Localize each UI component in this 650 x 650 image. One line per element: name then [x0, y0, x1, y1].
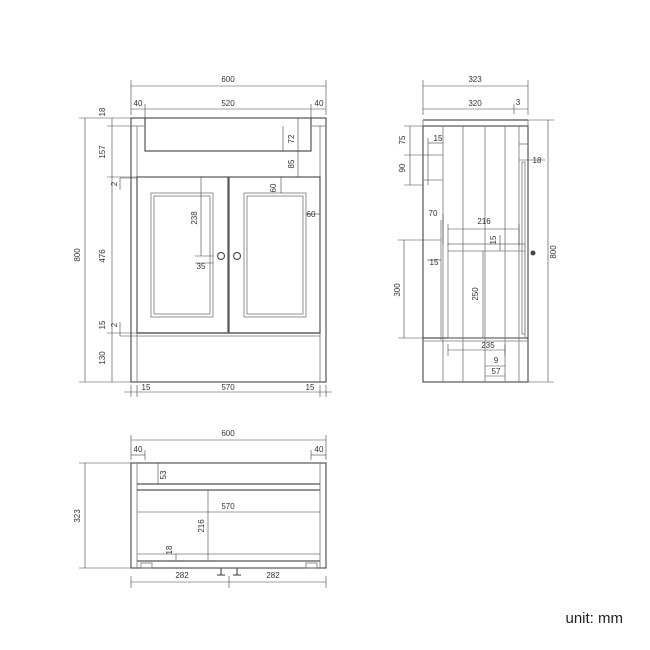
side-view: 323 320 3 75 15 90 18 70 216 15 15 300 2…	[393, 75, 558, 383]
side-width-320: 320	[468, 99, 482, 108]
side-dim-15-mid: 15	[489, 235, 498, 244]
front-height-130: 130	[98, 351, 107, 365]
right-knob-icon	[232, 251, 242, 261]
front-dimension-lines	[79, 80, 332, 397]
front-width-600: 600	[221, 75, 235, 84]
top-dim-18: 18	[165, 545, 174, 554]
front-bottom-15-right: 15	[306, 383, 315, 392]
side-dim-300: 300	[393, 283, 402, 297]
front-dim-238: 238	[190, 211, 199, 225]
front-dim-60-top: 60	[269, 183, 278, 192]
side-dim-75: 75	[398, 135, 407, 144]
right-door	[228, 176, 321, 334]
top-bottom-282-left: 282	[175, 571, 189, 580]
side-dim-216: 216	[477, 217, 491, 226]
side-cabinet-outline	[422, 119, 529, 383]
left-knob-icon	[216, 251, 226, 261]
top-width-40-left: 40	[134, 445, 143, 454]
side-dim-9: 9	[494, 356, 499, 365]
side-dim-70: 70	[429, 209, 438, 218]
side-height-800: 800	[549, 245, 558, 259]
side-dim-250: 250	[471, 287, 480, 301]
top-bottom-282-right: 282	[266, 571, 280, 580]
side-dim-57: 57	[492, 367, 501, 376]
front-dim-60-side: 60	[307, 210, 316, 219]
left-door	[136, 176, 229, 334]
side-dim-18: 18	[533, 156, 542, 165]
top-dim-53: 53	[159, 470, 168, 479]
top-dim-216: 216	[197, 519, 206, 533]
top-dim-570: 570	[221, 502, 235, 511]
top-dimension-lines	[79, 435, 327, 588]
front-dim-85: 85	[287, 159, 296, 168]
side-knob-icon	[530, 250, 536, 256]
top-view: 600 40 40 323 53 570 216 18 282 282	[73, 429, 327, 588]
front-height-18: 18	[98, 107, 107, 116]
front-view: 600 520 40 40 18 157 800 2 476 15 2 130 …	[73, 75, 332, 397]
front-bottom-15-left: 15	[142, 383, 151, 392]
side-width-3: 3	[516, 98, 521, 107]
front-height-2-bottom: 2	[110, 322, 119, 327]
top-cabinet-outline	[130, 462, 327, 569]
side-dim-15-top: 15	[434, 134, 443, 143]
front-height-15: 15	[98, 320, 107, 329]
side-dim-90: 90	[398, 163, 407, 172]
front-bottom-570: 570	[221, 383, 235, 392]
top-width-40-right: 40	[315, 445, 324, 454]
front-width-40-right: 40	[315, 99, 324, 108]
front-dim-35: 35	[197, 262, 206, 271]
top-width-600: 600	[221, 429, 235, 438]
front-height-800: 800	[73, 248, 82, 262]
side-dim-15-left: 15	[430, 258, 439, 267]
front-height-157: 157	[98, 145, 107, 159]
front-dim-72: 72	[287, 134, 296, 143]
top-knobs-icon	[217, 568, 241, 576]
top-depth-323: 323	[73, 509, 82, 523]
front-height-476: 476	[98, 249, 107, 263]
side-dimension-lines	[398, 80, 554, 383]
front-height-2-top: 2	[110, 181, 119, 186]
front-width-40-left: 40	[134, 99, 143, 108]
front-width-520: 520	[221, 99, 235, 108]
side-dim-235: 235	[481, 341, 495, 350]
side-width-323: 323	[468, 75, 482, 84]
unit-label: unit: mm	[565, 610, 623, 627]
